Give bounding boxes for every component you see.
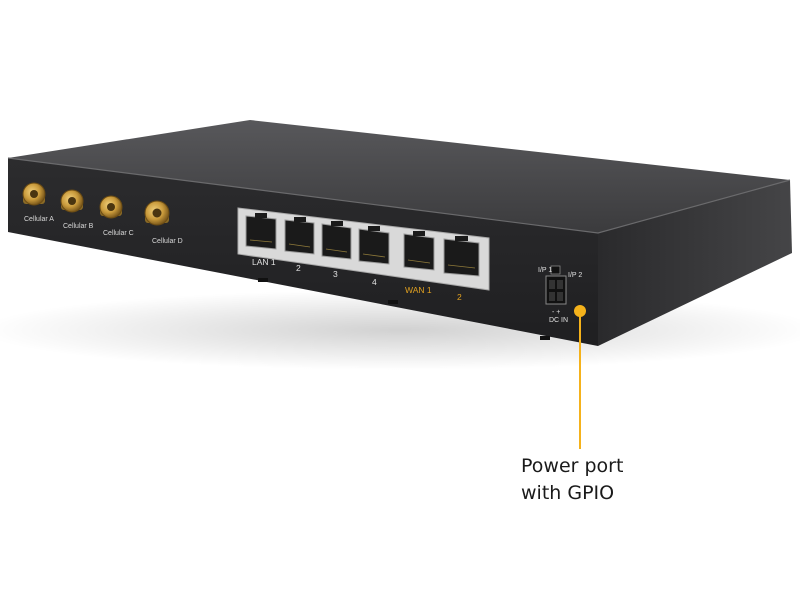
rj45-port-icon xyxy=(358,226,390,265)
chassis-top xyxy=(8,120,790,233)
port-label: 4 xyxy=(372,277,377,287)
sma-connector-icon xyxy=(99,195,123,219)
antenna-label: Cellular C xyxy=(103,230,134,237)
rj45-port-icon xyxy=(403,231,435,271)
port-label-wan2: 2 xyxy=(457,292,462,302)
power-port xyxy=(545,265,567,305)
foot xyxy=(258,278,268,282)
antenna-label: Cellular A xyxy=(24,216,54,223)
rj45-port-icon xyxy=(443,236,480,277)
port-label: 2 xyxy=(296,263,301,273)
sma-connector-icon xyxy=(60,189,84,213)
rj45-port-icon xyxy=(284,217,315,255)
antenna-label: Cellular B xyxy=(63,223,94,230)
ethernet-port-block xyxy=(237,207,490,291)
power-label-ip2: I/P 2 xyxy=(568,272,582,279)
rj45-port-icon xyxy=(245,213,277,250)
callout-caption: Power port with GPIO xyxy=(521,453,721,507)
antenna-connectors xyxy=(22,182,170,226)
port-label: 3 xyxy=(333,269,338,279)
foot xyxy=(540,336,550,340)
port-label-lan1: LAN 1 xyxy=(252,257,276,267)
power-polarity-label: - + xyxy=(552,309,560,316)
callout-line-1: Power port xyxy=(521,455,624,477)
foot xyxy=(388,300,398,304)
power-label-dcin: DC IN xyxy=(549,317,568,324)
antenna-label: Cellular D xyxy=(152,238,183,245)
port-label-wan1: WAN 1 xyxy=(405,285,432,295)
rj45-port-icon xyxy=(321,221,352,260)
sma-connector-icon xyxy=(22,182,46,206)
callout-line-2: with GPIO xyxy=(521,482,615,504)
power-label-ip1: I/P 1 xyxy=(538,267,552,274)
chassis-side xyxy=(598,180,792,346)
sma-connector-icon xyxy=(144,200,170,226)
